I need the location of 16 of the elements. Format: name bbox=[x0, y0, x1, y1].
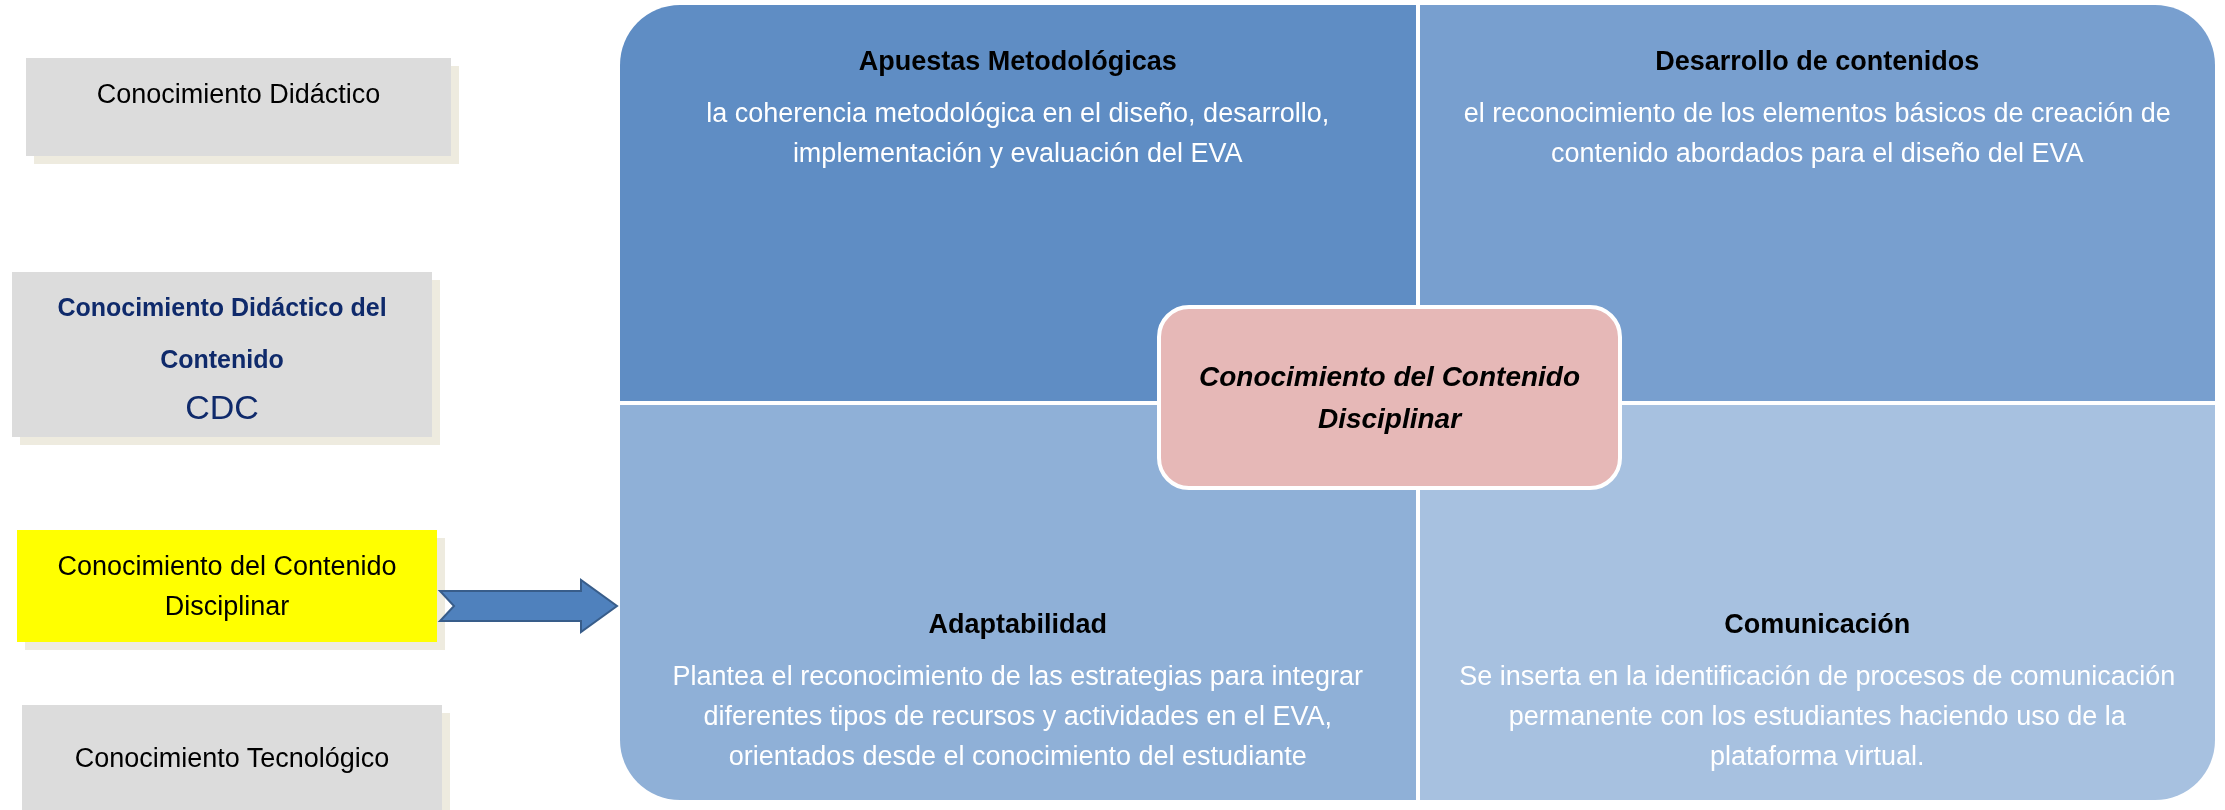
block-arrow bbox=[437, 578, 619, 634]
center-box bbox=[1157, 305, 1622, 490]
center-label: Conocimiento del Contenido Disciplinar bbox=[1197, 359, 1582, 436]
quadrant-description: el reconocimiento de los elementos básicos de creación de contenido abordados para el diseño del EVA bbox=[1462, 97, 2172, 170]
box-label: Conocimiento Didáctico bbox=[96, 78, 381, 111]
quadrant-title: Apuestas Metodológicas bbox=[858, 45, 1177, 78]
quadrant-title: Adaptabilidad bbox=[928, 608, 1107, 641]
acronym: CDC bbox=[185, 386, 259, 428]
box-title: Conocimiento Didáctico del Contenido bbox=[56, 291, 388, 375]
quadrant-title: Comunicación bbox=[1724, 608, 1911, 641]
box-label: Conocimiento Tecnológico bbox=[74, 741, 390, 775]
quadrant-description: Se inserta en la identificación de procesos de comunicación permanente con los estudiantes haciendo uso de la plataforma virtual. bbox=[1458, 660, 2177, 773]
quadrant-title: Desarrollo de contenidos bbox=[1655, 45, 1980, 78]
box-label: Conocimiento del Contenido Disciplinar bbox=[56, 550, 398, 623]
quadrant-description: Plantea el reconocimiento de las estrategias para integrar diferentes tipos de recursos y actividades en el EVA, orientados desde el conocimiento del estudiante bbox=[671, 660, 1364, 773]
quadrant-description: la coherencia metodológica en el diseño, desarrollo, implementación y evaluación del EVA bbox=[705, 97, 1331, 170]
